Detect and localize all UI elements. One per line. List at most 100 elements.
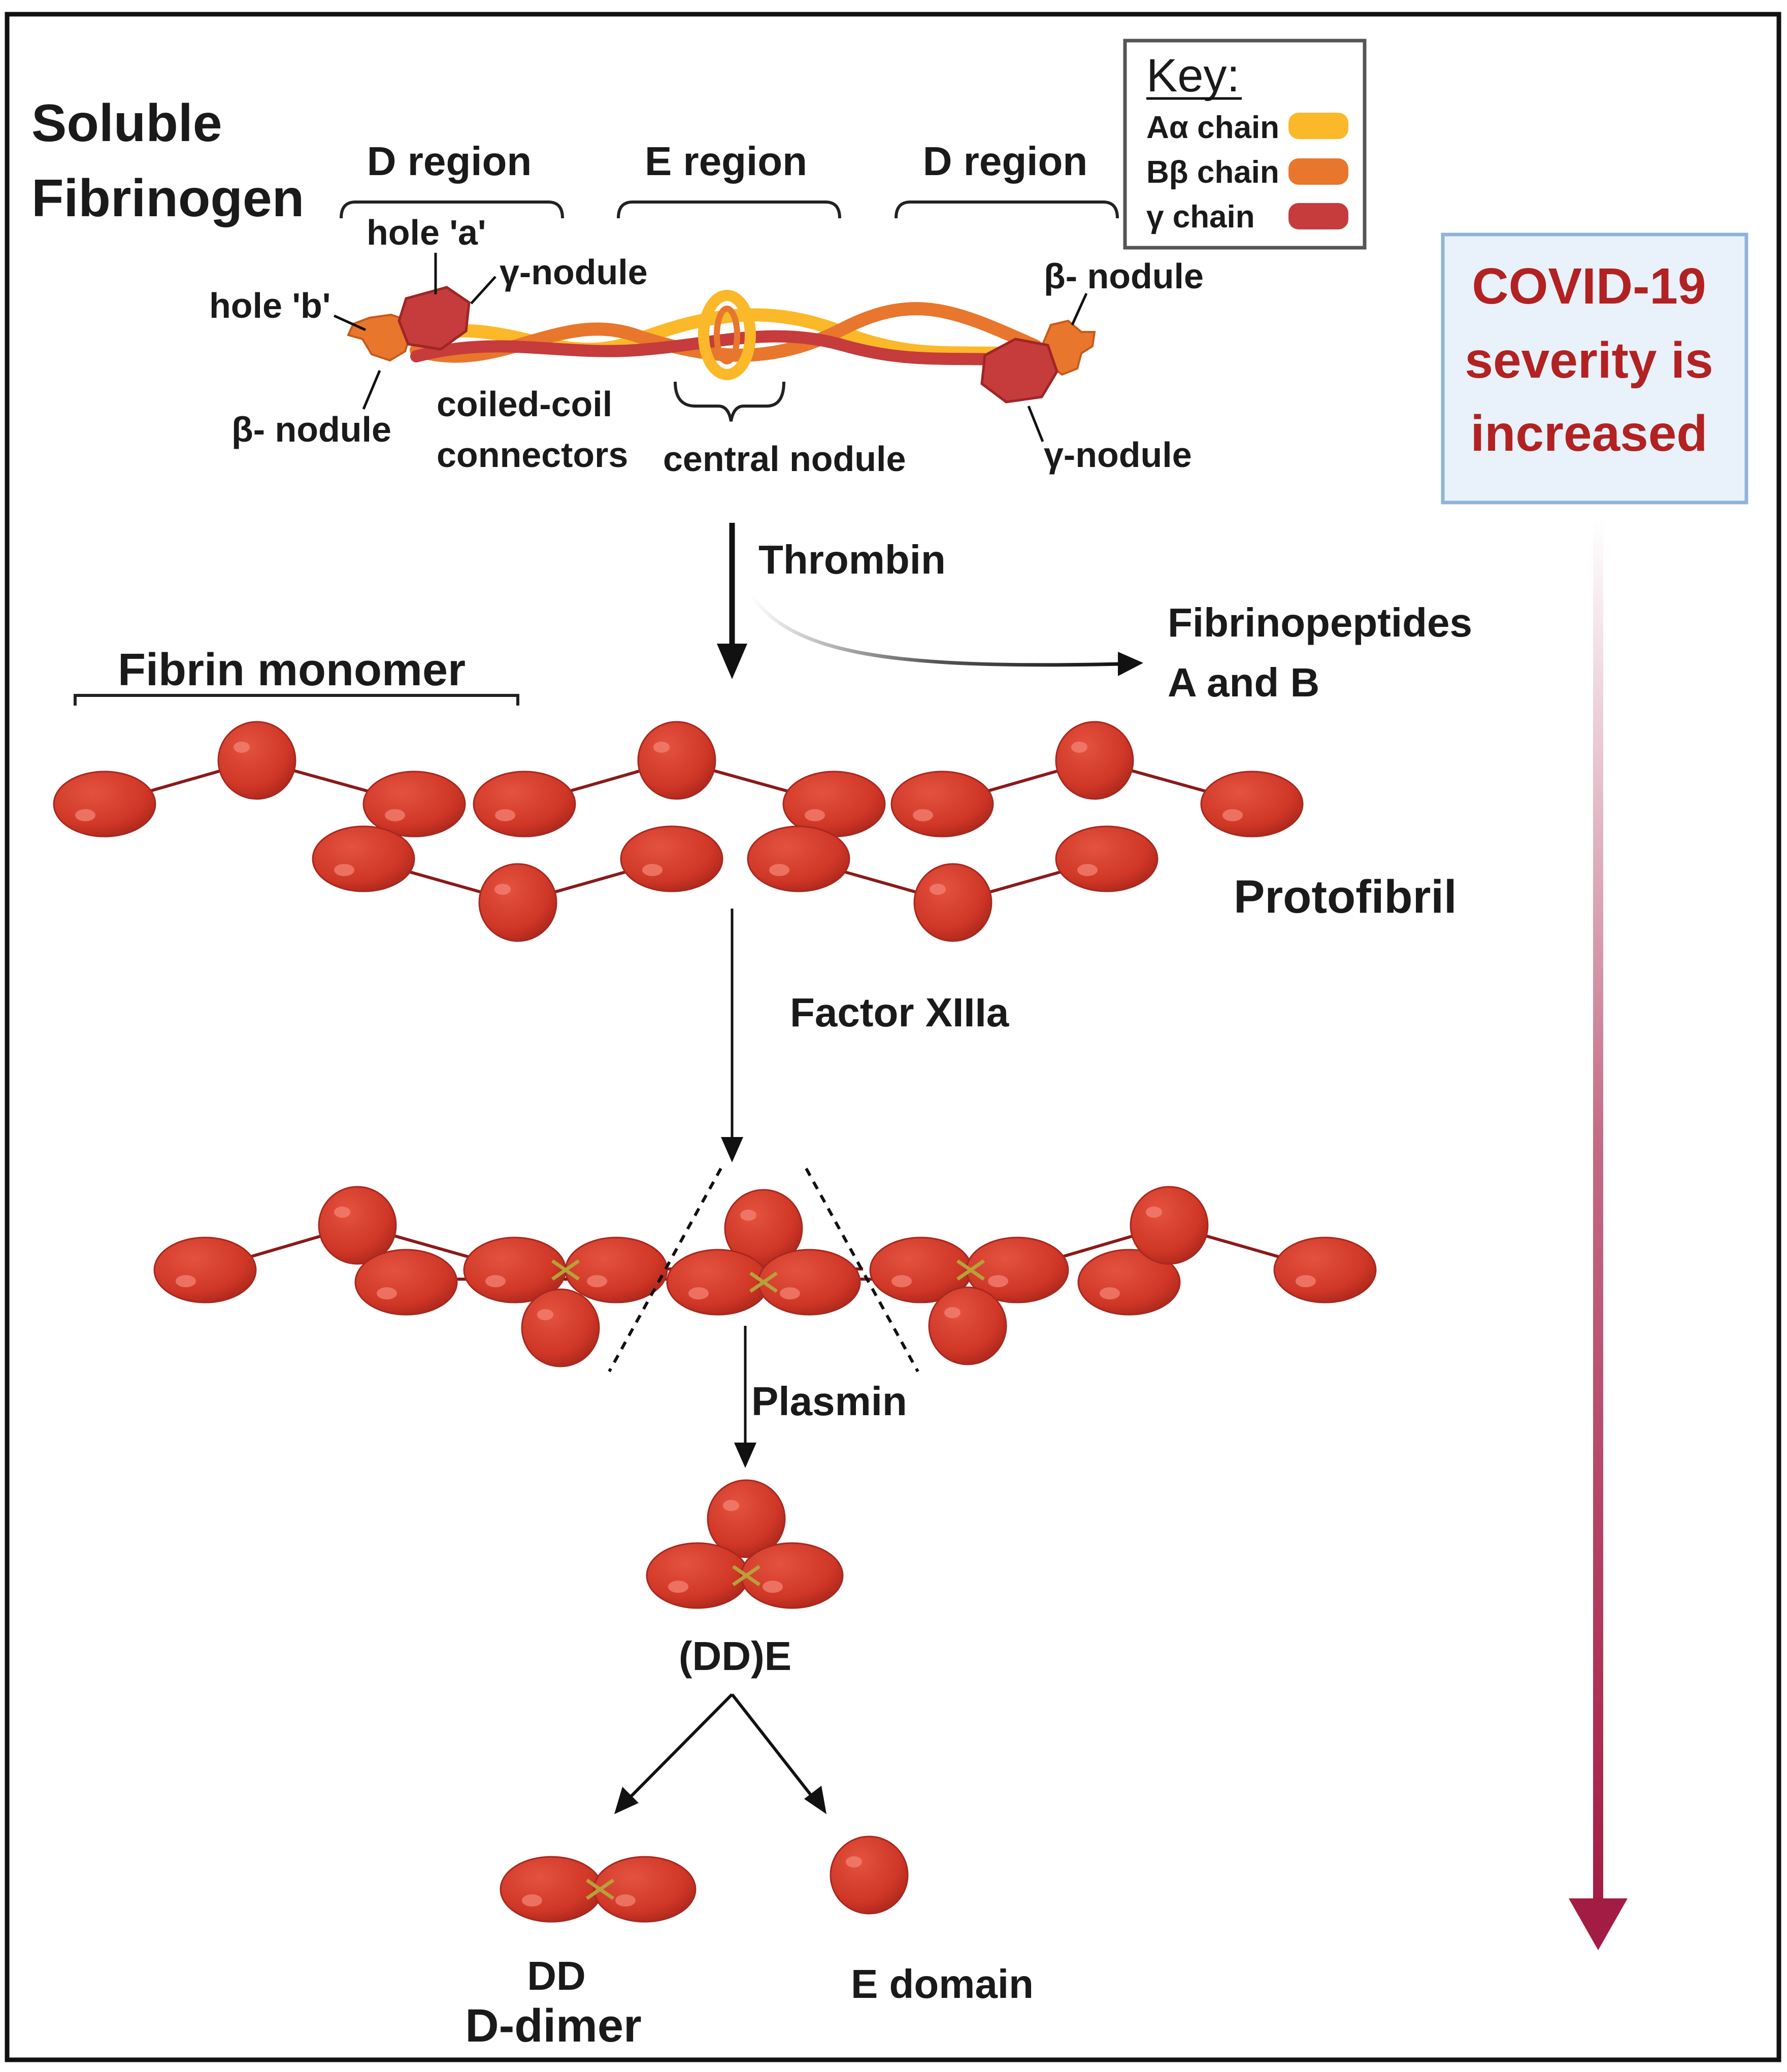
- outer-frame: [5, 12, 1781, 2062]
- arrow-to-e: [731, 1693, 818, 1803]
- crosslink-mark: [586, 1879, 614, 1900]
- crosslink-mark: [749, 1272, 778, 1293]
- d-domain: [565, 1236, 668, 1304]
- e-domain: [478, 863, 557, 942]
- label-dde: (DD)E: [679, 1633, 791, 1679]
- crosslinked-fibrin-group: [153, 1186, 1377, 1367]
- region-label-d-left: D region: [367, 139, 532, 184]
- crosslink-mark: [732, 1565, 760, 1586]
- covid-severity-box: [1441, 232, 1748, 505]
- label-gamma-nodule-left: γ-nodule: [500, 252, 648, 292]
- bracket-fibrin-monomer: [74, 694, 519, 706]
- central-nodule-ring-inner: [714, 306, 740, 364]
- d-domain: [362, 771, 466, 838]
- d-domain: [463, 1236, 567, 1304]
- d-domain: [890, 771, 994, 838]
- crosslink-mark: [956, 1259, 985, 1281]
- arrow-fibrinopeptides-head: [1118, 652, 1143, 676]
- label-protofibril: Protofibril: [1234, 871, 1457, 923]
- arrow-to-dd: [624, 1693, 734, 1803]
- e-domain: [707, 1479, 786, 1558]
- label-thrombin: Thrombin: [758, 537, 946, 582]
- crosslink-mark: [551, 1259, 580, 1281]
- label-hole-b: hole 'b': [209, 286, 330, 325]
- title-line-2: Fibrinogen: [31, 169, 304, 228]
- covid-severity-arrow-shaft: [1593, 518, 1603, 1909]
- arrow-plasmin-head: [734, 1443, 756, 1468]
- d-domain: [666, 1249, 770, 1316]
- arrow-factor-head: [721, 1137, 743, 1162]
- d-dimer-group: [500, 1856, 697, 1923]
- bracket-d-left: [340, 200, 564, 219]
- d-domain: [593, 1856, 697, 1923]
- d-domain: [153, 1236, 257, 1304]
- dde-fragment-group: [646, 1479, 844, 1609]
- pointer-beta-nodule-right: [1071, 292, 1088, 326]
- key-label-bbeta: Bβ chain: [1146, 155, 1279, 190]
- arrow-to-e-head: [804, 1786, 826, 1814]
- chain-gamma: [410, 330, 1042, 367]
- covid-severity-arrow-head: [1569, 1898, 1628, 1950]
- e-domain: [637, 721, 716, 800]
- label-beta-nodule-right: β- nodule: [1044, 256, 1204, 296]
- bracket-e: [617, 200, 841, 219]
- pointer-gamma-nodule-right: [1027, 406, 1044, 442]
- d-domain: [1055, 825, 1159, 892]
- label-d-dimer: D-dimer: [465, 2000, 642, 2052]
- e-domain: [1130, 1186, 1209, 1265]
- label-fibrin-monomer: Fibrin monomer: [118, 645, 466, 695]
- fibrinogen-molecule: [347, 286, 1096, 404]
- e-domain-group: [830, 1835, 909, 1915]
- key-heading: Key:: [1146, 50, 1240, 102]
- label-coiled-coil-line2: connectors: [437, 435, 628, 475]
- region-label-e: E region: [645, 139, 807, 184]
- fibrin-monomer: [312, 825, 723, 942]
- gamma-nodule-right-shape: [980, 338, 1058, 404]
- central-nodule-ring-outer: [698, 290, 756, 380]
- d-domain: [966, 1236, 1069, 1304]
- e-domain: [318, 1186, 397, 1265]
- d-domain: [473, 771, 576, 838]
- key-swatch-bbeta: [1288, 158, 1348, 185]
- d-domain: [757, 1249, 861, 1316]
- region-label-d-right: D region: [923, 139, 1087, 184]
- label-e-domain: E domain: [851, 1961, 1034, 2007]
- label-fibrinopeptides-1: Fibrinopeptides: [1168, 600, 1472, 645]
- pointer-hole-b: [333, 314, 367, 331]
- d-domain: [53, 771, 156, 838]
- pointer-gamma-nodule-left: [470, 276, 497, 305]
- d-domain: [1077, 1249, 1181, 1316]
- fibrin-monomer: [53, 721, 466, 838]
- label-hole-a: hole 'a': [367, 213, 486, 252]
- d-domain: [646, 1542, 749, 1609]
- d-domain: [782, 771, 886, 838]
- d-domain: [620, 825, 723, 892]
- d-domain: [747, 825, 850, 892]
- label-factor-xiiia: Factor XIIIa: [790, 990, 1009, 1035]
- e-domain: [830, 1835, 909, 1915]
- e-domain: [1055, 721, 1134, 800]
- brace-central-nodule: [674, 381, 785, 422]
- label-coiled-coil-line1: coiled-coil: [437, 384, 612, 424]
- covid-line-3: increased: [1471, 405, 1708, 462]
- d-domain: [1200, 771, 1304, 838]
- arrow-thrombin-head: [717, 644, 747, 679]
- label-gamma-nodule-right: γ-nodule: [1044, 435, 1192, 475]
- e-domain: [913, 863, 992, 942]
- label-plasmin: Plasmin: [751, 1379, 907, 1424]
- d-domain: [1273, 1236, 1377, 1304]
- key-label-gamma: γ chain: [1146, 199, 1255, 235]
- pointer-beta-nodule-left: [362, 370, 381, 410]
- fibrin-monomer: [747, 825, 1159, 942]
- d-domain: [740, 1542, 844, 1609]
- covid-line-1: COVID-19: [1472, 258, 1706, 315]
- covid-line-2: severity is: [1465, 332, 1713, 389]
- title-line-1: Soluble: [31, 94, 222, 153]
- label-central-nodule: central nodule: [663, 439, 906, 479]
- e-domain: [217, 721, 296, 800]
- fibrin-monomer: [473, 721, 886, 838]
- fibrin-monomer: [890, 721, 1304, 838]
- gamma-nodule-left-shape: [398, 286, 471, 351]
